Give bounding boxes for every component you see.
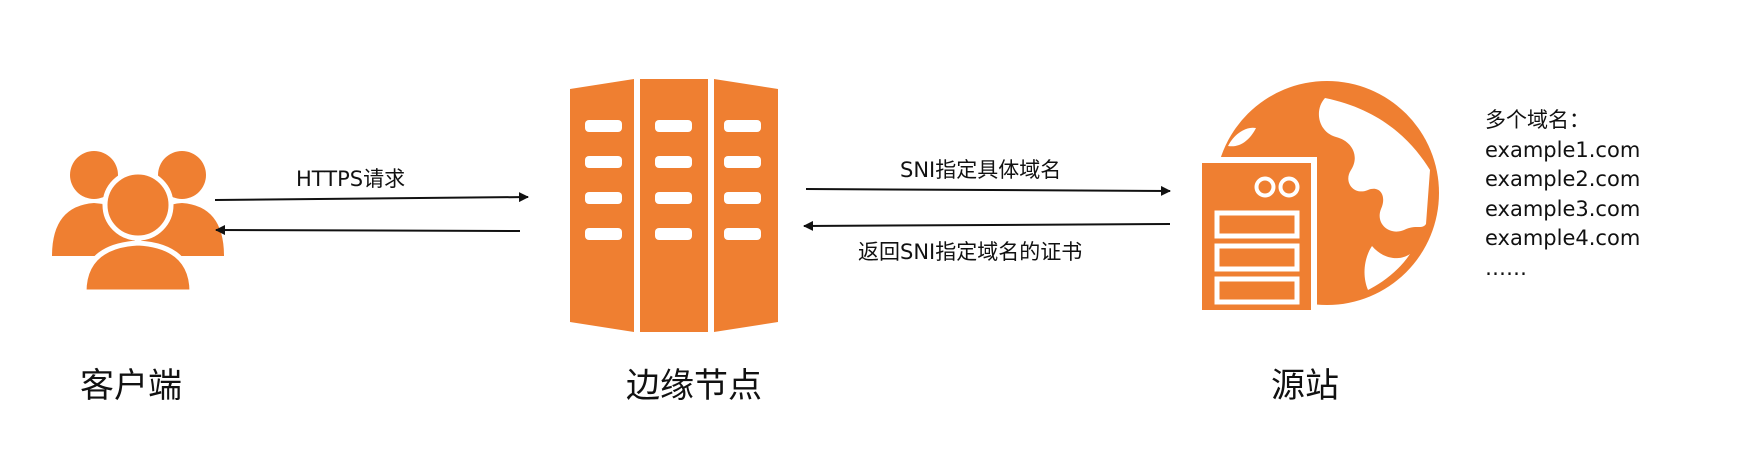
domain-item: example3.com bbox=[1485, 196, 1641, 221]
domain-list-ellipsis: …… bbox=[1485, 255, 1527, 280]
arrow-edge-to-origin bbox=[805, 185, 1171, 196]
edge-node-label: 边缘节点 bbox=[626, 366, 762, 406]
https-request-label: HTTPS请求 bbox=[296, 167, 406, 191]
origin-label: 源站 bbox=[1271, 366, 1339, 406]
domain-item: example2.com bbox=[1485, 167, 1641, 191]
arrow-origin-to-edge bbox=[803, 220, 1171, 231]
domain-list-title: 多个域名： bbox=[1485, 108, 1590, 132]
sni-domain-label: SNI指定具体域名 bbox=[900, 158, 1062, 182]
domain-item: example4.com bbox=[1485, 226, 1641, 250]
client-label: 客户端 bbox=[80, 366, 182, 406]
arrow-client-to-edge bbox=[214, 192, 529, 203]
users-icon bbox=[52, 151, 224, 295]
domain-list: 多个域名： example1.com example2.com example3… bbox=[1485, 106, 1640, 283]
arrow-edge-to-client bbox=[215, 225, 521, 236]
sni-cert-return-label: 返回SNI指定域名的证书 bbox=[858, 240, 1083, 264]
server-rack-icon bbox=[570, 79, 778, 332]
globe-server-icon bbox=[1196, 81, 1439, 316]
domain-item: example1.com bbox=[1485, 137, 1641, 162]
